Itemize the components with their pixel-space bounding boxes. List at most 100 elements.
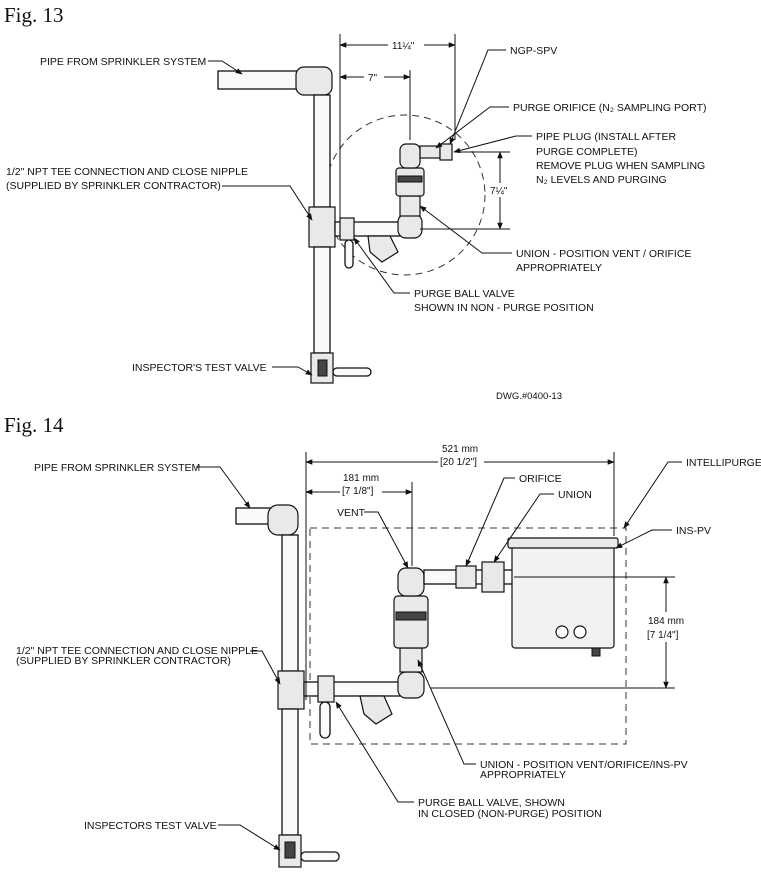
fig14-branch-elbow <box>397 671 425 699</box>
fig13-leader-tee <box>222 185 313 221</box>
fig13-dim-offset-label: 7" <box>368 73 378 84</box>
fig14-dim-offset-in: [7 1/8"] <box>342 486 374 497</box>
fig14-dim-height-mm: 184 mm <box>648 616 684 627</box>
fig14-leader-ball <box>335 701 414 803</box>
fig13-label-tee-1: 1/2" NPT TEE CONNECTION AND CLOSE NIPPLE <box>6 166 248 178</box>
fig13-label-union-1: UNION - POSITION VENT / ORIFICE <box>516 248 691 260</box>
figure-14: Fig. 14 <box>4 413 761 868</box>
fig14-dim-overall-in: [20 1/2"] <box>440 457 477 468</box>
fig13-test-valve-handle <box>332 367 372 377</box>
fig13-elbow <box>295 66 333 96</box>
fig13-label-ngp-spv: NGP-SPV <box>510 45 557 57</box>
fig14-elbow <box>267 504 299 536</box>
fig13-dim-height-label: 7¼" <box>490 185 508 197</box>
fig14-riser-upper <box>281 534 299 672</box>
fig14-dim-height-in: [7 1/4"] <box>647 630 679 641</box>
fig13-dim-offset-bg <box>364 70 384 84</box>
fig14-label-union-pos-2: APPROPRIATELY <box>480 769 566 781</box>
fig13-riser-upper <box>313 94 331 208</box>
fig14-dim-overall-mm: 521 mm <box>442 444 478 455</box>
fig13-strainer <box>367 235 399 263</box>
fig14-mounting-frame <box>309 527 627 745</box>
fig14-ball-valve <box>317 675 335 703</box>
fig13-label-inspector: INSPECTOR'S TEST VALVE <box>132 362 267 374</box>
fig13-label-union-2: APPROPRIATELY <box>516 262 602 274</box>
fig13-leader-ball <box>353 237 410 294</box>
fig13-spv-top <box>399 143 421 169</box>
fig14-leader-tee <box>250 650 281 685</box>
fig14-ins-pv-port-right <box>573 625 587 639</box>
fig14-label-tee-2: (SUPPLIED BY SPRINKLER CONTRACTOR) <box>16 655 231 667</box>
fig13-label-plug-4: N₂ LEVELS AND PURGING <box>536 174 667 186</box>
fig13-leader-ngp-spv <box>449 49 506 145</box>
fig13-dim-height-bg <box>488 183 512 197</box>
fig13-spv-band <box>397 175 423 183</box>
fig13-supply-pipe <box>217 70 301 90</box>
fig14-riser-lower <box>281 708 299 836</box>
fig13-label-plug-1: PIPE PLUG (INSTALL AFTER <box>536 131 676 143</box>
fig13-drawing-number: DWG.#0400-13 <box>496 391 562 402</box>
fig14-test-valve-handle <box>300 851 340 862</box>
fig13-title: Fig. 13 <box>4 3 64 27</box>
fig14-dim-offset-bg <box>340 471 382 498</box>
fig14-ball-valve-handle <box>319 701 331 739</box>
fig13-ball-valve-handle <box>344 239 354 269</box>
figure-13: Fig. 13 <box>4 3 707 402</box>
fig14-leader-intellipurge <box>623 461 682 529</box>
fig14-label-union-pos-1: UNION - POSITION VENT/ORIFICE/INS-PV <box>480 759 688 771</box>
fig13-leader-orifice <box>435 106 509 149</box>
fig14-label-tee-1: 1/2" NPT TEE CONNECTION AND CLOSE NIPPLE <box>16 645 258 657</box>
fig13-leader-union <box>419 205 512 254</box>
fig14-leader-union <box>493 493 554 563</box>
fig14-label-ins-pv: INS-PV <box>676 525 711 537</box>
fig14-label-pipe: PIPE FROM SPRINKLER SYSTEM <box>34 462 200 474</box>
fig13-label-pipe: PIPE FROM SPRINKLER SYSTEM <box>40 56 206 68</box>
fig13-label-orifice: PURGE ORIFICE (N₂ SAMPLING PORT) <box>513 102 707 114</box>
fig14-label-ball-2: IN CLOSED (NON-PURGE) POSITION <box>418 808 602 820</box>
fig14-title: Fig. 14 <box>4 413 64 437</box>
fig14-leader-union-pos <box>417 659 476 765</box>
fig14-dim-offset-mm: 181 mm <box>343 473 379 484</box>
fig14-label-vent: VENT <box>337 507 366 519</box>
fig14-spv-body <box>393 595 429 649</box>
fig14-union <box>399 647 423 673</box>
fig14-label-inspector: INSPECTORS TEST VALVE <box>84 820 217 832</box>
fig13-tee <box>308 206 336 248</box>
fig14-spv-top <box>397 567 425 597</box>
fig14-orifice <box>455 565 477 589</box>
fig14-label-ball-1: PURGE BALL VALVE, SHOWN <box>418 797 565 809</box>
fig13-leader-plug <box>453 135 532 154</box>
fig14-test-valve-core <box>284 841 296 859</box>
fig13-dim-overall-label: 11¼" <box>392 40 415 52</box>
fig13-dim-overall-bg <box>388 38 424 52</box>
fig14-leader-vent <box>364 511 409 569</box>
fig14-dim-height-bg <box>644 612 688 642</box>
fig14-label-orifice: ORIFICE <box>519 473 562 485</box>
fig14-union-outlet <box>481 561 505 593</box>
fig13-branch-elbow <box>397 213 423 239</box>
fig13-label-plug-3: REMOVE PLUG WHEN SAMPLING <box>536 160 705 172</box>
fig14-leader-ins-pv <box>615 529 672 549</box>
fig13-leader-pipe <box>208 60 243 75</box>
fig13-riser-lower <box>313 246 331 354</box>
fig13-union <box>399 195 421 217</box>
fig14-label-union: UNION <box>558 489 592 501</box>
fig14-ins-pv-port-left <box>555 625 569 639</box>
fig13-label-ball-2: SHOWN IN NON - PURGE POSITION <box>414 302 594 314</box>
fig14-leader-inspector <box>218 824 281 851</box>
fig14-leader-pipe <box>196 466 251 509</box>
fig13-clearance-circle <box>324 114 486 276</box>
fig14-leader-orifice <box>465 477 515 567</box>
fig14-tee <box>277 670 305 710</box>
fig13-label-tee-2: (SUPPLIED BY SPRINKLER CONTRACTOR) <box>6 180 221 192</box>
fig13-label-plug-2: PURGE COMPLETE) <box>536 146 638 158</box>
fig14-strainer <box>359 695 393 725</box>
fig13-ball-valve <box>339 217 355 241</box>
fig13-test-valve-core <box>317 359 328 377</box>
fig14-ins-pv-drain <box>591 647 601 657</box>
fig13-leader-inspector <box>272 366 313 376</box>
fig14-label-intellipurge: INTELLIPURGE <box>686 457 761 469</box>
fig14-spv-band <box>395 611 427 621</box>
fig13-pipe-plug <box>439 143 453 161</box>
